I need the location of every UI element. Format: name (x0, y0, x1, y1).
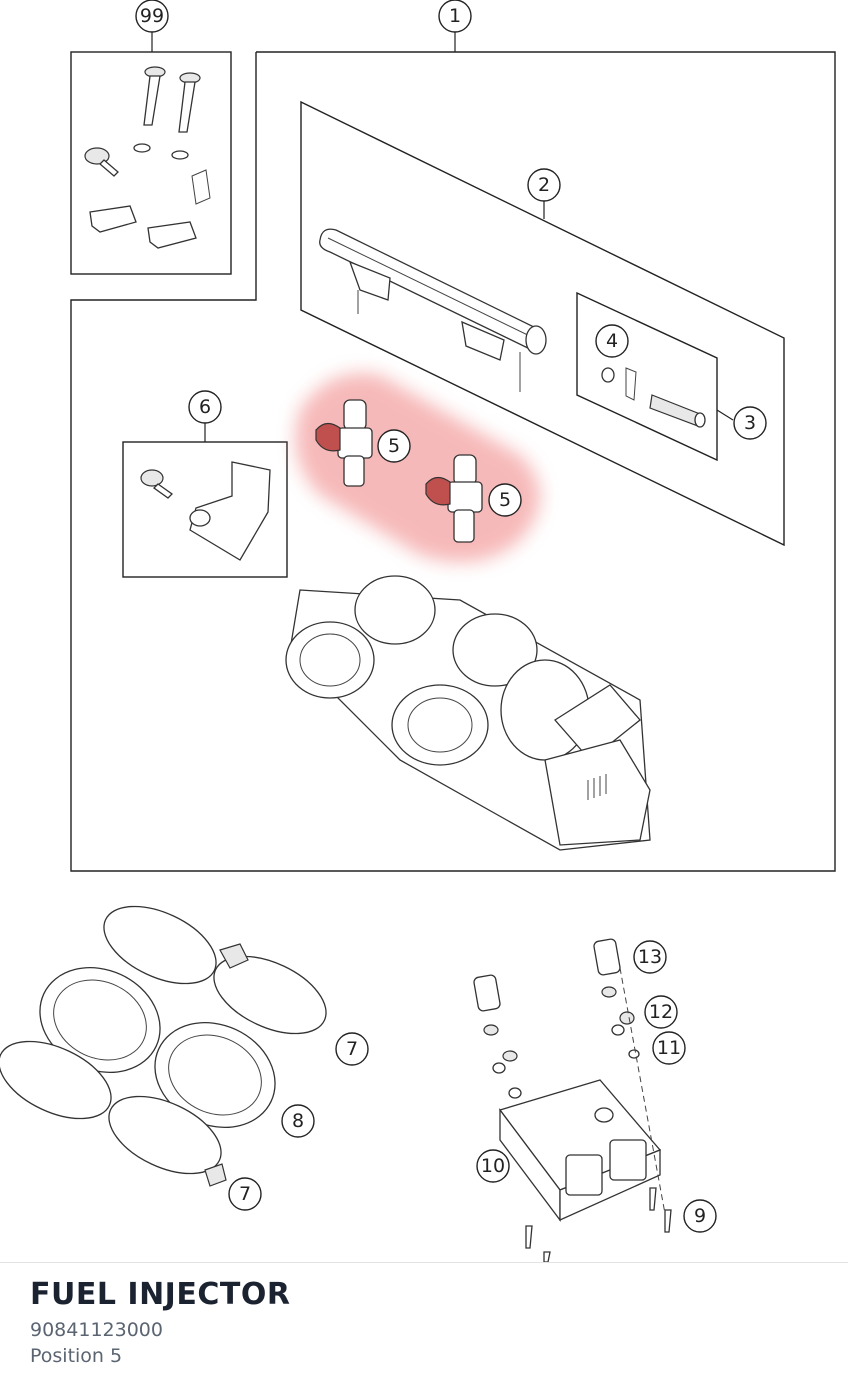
svg-text:6: 6 (199, 396, 211, 418)
throttle-body (285, 575, 651, 851)
callout-10[interactable]: 10 (476, 1149, 510, 1183)
part-number: 90841123000 (30, 1319, 163, 1341)
part-position: Position 5 (30, 1345, 123, 1367)
svg-text:5: 5 (499, 489, 511, 511)
svg-text:12: 12 (649, 1001, 673, 1023)
svg-text:8: 8 (292, 1110, 304, 1132)
assembly-frame-1 (70, 51, 836, 872)
svg-text:1: 1 (449, 5, 461, 27)
callout-11[interactable]: 11 (652, 1031, 686, 1065)
callout-5-lower[interactable]: 5 (488, 483, 522, 517)
callout-7-lower[interactable]: 7 (228, 1177, 262, 1211)
regulator-parts (601, 367, 706, 428)
callout-3[interactable]: 3 (733, 406, 767, 440)
svg-text:10: 10 (481, 1155, 505, 1177)
fuel-injector-1 (315, 399, 373, 487)
clamps-and-intake-boots (0, 905, 327, 1187)
fuel-rail-frame-2 (300, 100, 785, 547)
svg-text:4: 4 (606, 330, 618, 352)
svg-text:3: 3 (744, 412, 756, 434)
callout-99[interactable]: 99 (135, 0, 169, 33)
svg-text:5: 5 (388, 435, 400, 457)
callout-6[interactable]: 6 (188, 390, 222, 424)
part-info-panel: FUEL INJECTOR 90841123000 Position 5 (0, 1262, 848, 1391)
fuel-rail (319, 228, 547, 392)
callout-5-upper[interactable]: 5 (377, 429, 411, 463)
svg-text:99: 99 (140, 5, 164, 27)
pressure-regulator-frame-3 (576, 291, 718, 462)
exploded-parts-diagram: 1 2 3 4 5 5 6 7 7 8 9 10 11 12 13 99 (0, 0, 836, 1262)
svg-text:13: 13 (638, 946, 662, 968)
callout-9[interactable]: 9 (683, 1199, 717, 1233)
kit-99-parts (84, 66, 211, 249)
svg-text:7: 7 (239, 1183, 251, 1205)
injector-highlight (295, 373, 540, 563)
ecu-and-hardware (473, 938, 672, 1262)
callout-13[interactable]: 13 (633, 940, 667, 974)
fuel-injector-2 (425, 454, 483, 543)
part-title: FUEL INJECTOR (30, 1277, 291, 1312)
svg-text:2: 2 (538, 174, 550, 196)
callout-2[interactable]: 2 (527, 168, 561, 202)
callout-4[interactable]: 4 (595, 324, 629, 358)
kit-frame-99 (70, 51, 232, 275)
callout-1[interactable]: 1 (438, 0, 472, 33)
svg-text:7: 7 (346, 1038, 358, 1060)
callout-7-upper[interactable]: 7 (335, 1032, 369, 1066)
svg-text:9: 9 (694, 1205, 706, 1227)
sensor-parts (140, 461, 271, 561)
callout-8[interactable]: 8 (281, 1104, 315, 1138)
callout-12[interactable]: 12 (644, 995, 678, 1029)
svg-text:11: 11 (657, 1037, 681, 1059)
